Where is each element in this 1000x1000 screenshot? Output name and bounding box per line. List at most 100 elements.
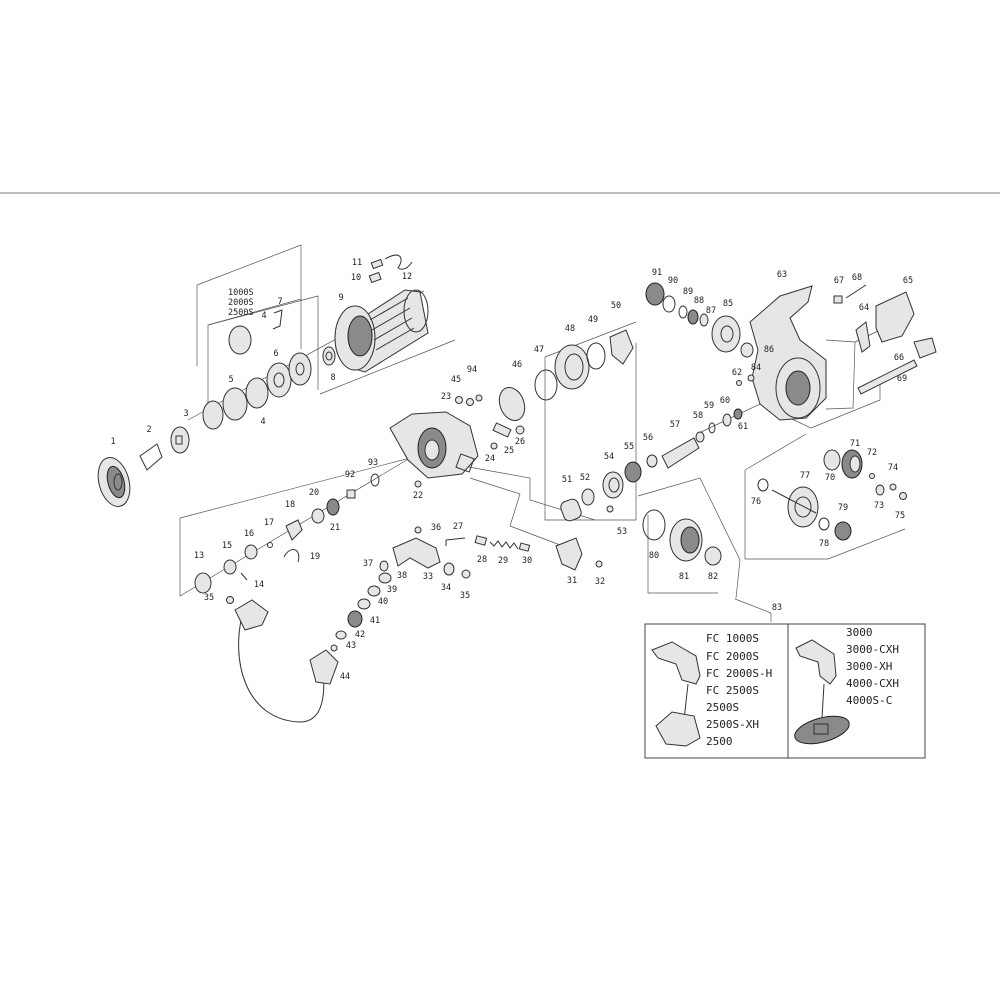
part-label-2: 2 (146, 425, 151, 435)
part-41-roller (347, 610, 363, 628)
part-10 (368, 271, 382, 284)
part-label-55: 55 (624, 442, 634, 452)
part-label-34: 34 (441, 583, 451, 593)
right-model-4: 4000S-C (846, 694, 892, 707)
part-label-43: 43 (346, 641, 356, 651)
part-label-7: 7 (277, 297, 282, 307)
part-52-washer (581, 488, 595, 506)
spool-size-1000: 1000S (228, 288, 254, 298)
part-69-shaft (857, 359, 918, 395)
part-82-washer (704, 546, 722, 566)
part-label-47: 47 (534, 345, 544, 355)
part-label-13: 13 (194, 551, 204, 561)
part-5-washer (222, 387, 248, 421)
part-85-cover (711, 315, 741, 353)
part-label-67: 67 (834, 276, 844, 286)
part-35-screw (226, 596, 234, 604)
part-72 (869, 473, 875, 479)
part-22-screw (414, 480, 422, 488)
part-64 (855, 321, 871, 353)
part-label-15: 15 (222, 541, 232, 551)
part-22-rotor (389, 411, 479, 479)
part-label-27: 27 (453, 522, 463, 532)
part-94-screw (475, 394, 483, 402)
part-37 (379, 560, 389, 572)
part-81-cap (669, 518, 703, 562)
part-label-28: 28 (477, 555, 487, 565)
part-20-washer (311, 508, 325, 524)
part-label-14: 14 (254, 580, 264, 590)
left-model-0: FC 1000S (706, 632, 759, 645)
part-label-84: 84 (751, 363, 761, 373)
part-label-21: 21 (330, 523, 340, 533)
part-70-washer (823, 449, 841, 471)
part-18-arm (285, 519, 303, 541)
part-label-50: 50 (611, 301, 621, 311)
part-40 (357, 598, 371, 610)
part-label-5: 5 (228, 375, 233, 385)
left-model-4: 2500S (706, 701, 739, 714)
part-label-32: 32 (595, 577, 605, 587)
part-44-bail (234, 599, 339, 723)
part-6-washer (266, 362, 292, 398)
part-number-labels: 1234456789101112131415161718192021222324… (110, 258, 913, 682)
part-label-77: 77 (800, 471, 810, 481)
part-4-washer (245, 377, 269, 409)
part-label-92: 92 (345, 470, 355, 480)
part-label-35b: 35 (204, 593, 214, 603)
part-label-56: 56 (643, 433, 653, 443)
handle-variants-box: FC 1000S FC 2000S FC 2000S-H FC 2500S 25… (644, 623, 926, 759)
part-label-41: 41 (370, 616, 380, 626)
spool-size-2000: 2000S (228, 298, 254, 308)
part-63-body (749, 285, 827, 421)
part-label-29: 29 (498, 556, 508, 566)
part-label-72: 72 (867, 448, 877, 458)
part-71-gear (841, 449, 863, 479)
part-31-cam (555, 537, 583, 571)
part-55-bearing (624, 461, 642, 483)
part-57-pinion (661, 437, 700, 469)
part-58 (695, 431, 705, 443)
part-9-spool (334, 289, 429, 373)
part-label-19: 19 (310, 552, 320, 562)
part-label-93: 93 (368, 458, 378, 468)
part-label-22: 22 (413, 491, 423, 501)
part-label-30: 30 (522, 556, 532, 566)
part-92 (346, 489, 356, 499)
part-label-66: 66 (894, 353, 904, 363)
left-model-6: 2500 (706, 735, 733, 748)
part-label-24: 24 (485, 454, 495, 464)
part-label-46: 46 (512, 360, 522, 370)
part-label-10: 10 (351, 273, 361, 283)
part-label-87: 87 (706, 306, 716, 316)
part-label-39: 39 (387, 585, 397, 595)
part-label-52: 52 (580, 473, 590, 483)
part-39 (367, 585, 381, 597)
part-86 (740, 342, 754, 358)
part-label-83: 83 (772, 603, 782, 613)
part-14-pin (240, 572, 248, 581)
part-label-36: 36 (431, 523, 441, 533)
part-label-74: 74 (888, 463, 898, 473)
part-53-screw (606, 505, 614, 513)
part-60 (722, 413, 732, 427)
part-label-48: 48 (565, 324, 575, 334)
part-79-bearing (834, 521, 852, 541)
part-label-49: 49 (588, 315, 598, 325)
part-87 (699, 313, 709, 327)
part-label-33: 33 (423, 572, 433, 582)
part-46-plate (498, 387, 526, 421)
part-80-ring (642, 509, 666, 541)
part-label-11: 11 (352, 258, 362, 268)
part-label-59: 59 (704, 401, 714, 411)
part-label-86: 86 (764, 345, 774, 355)
part-26 (515, 425, 525, 435)
part-label-23: 23 (441, 392, 451, 402)
part-48-housing (554, 344, 590, 390)
part-label-51: 51 (562, 475, 572, 485)
part-2-clip (139, 443, 163, 471)
part-label-60: 60 (720, 396, 730, 406)
part-68-pin (845, 284, 867, 299)
part-54-ring (602, 471, 624, 499)
part-washer-a (202, 400, 224, 430)
